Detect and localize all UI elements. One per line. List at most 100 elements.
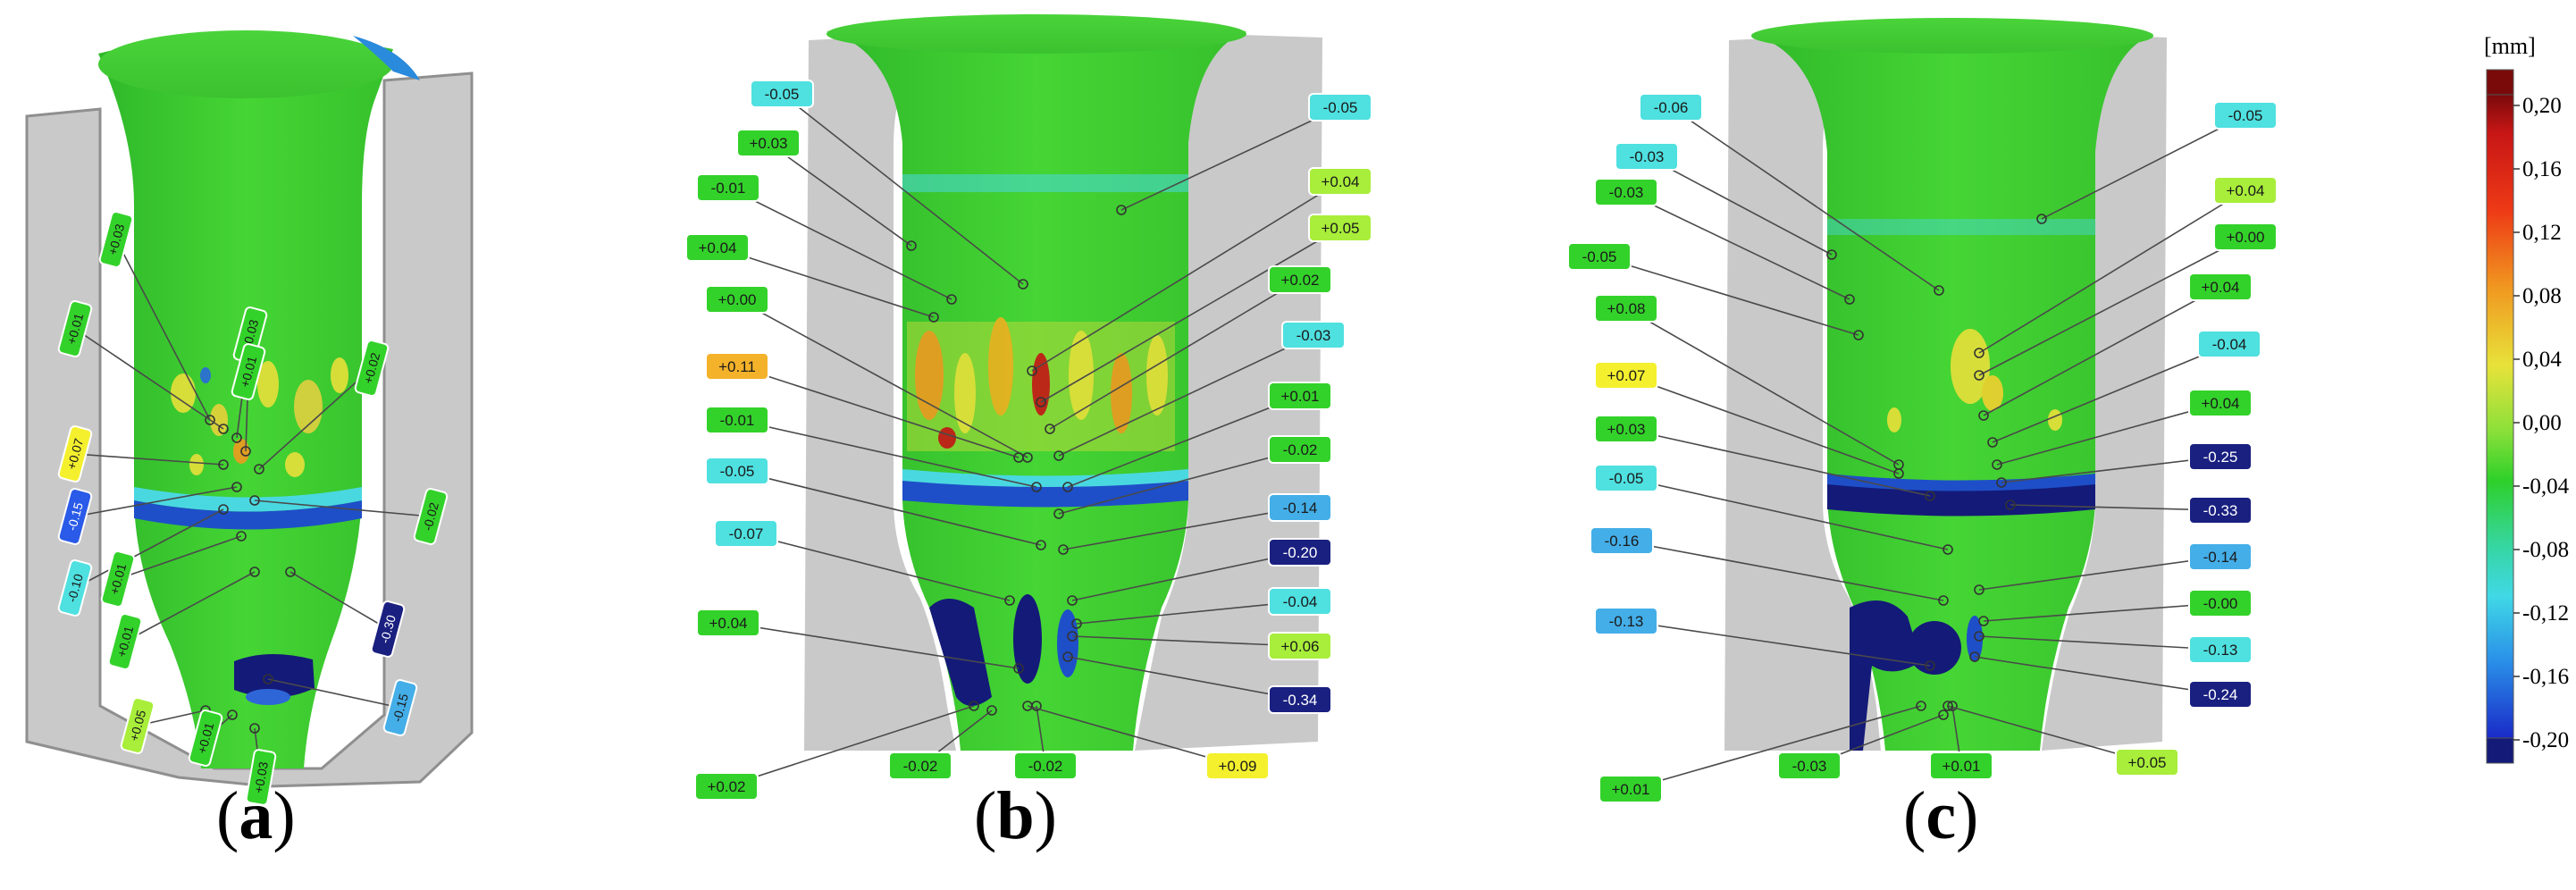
- deviation-label-text: -0.02: [1028, 758, 1063, 775]
- deviation-label: +0.02: [1268, 265, 1332, 294]
- measure-point: [1974, 584, 1984, 595]
- panel-c: -0.06-0.03-0.03-0.05+0.08+0.07+0.03-0.05…: [1567, 18, 2278, 803]
- panel-a: +0.03+0.01+0.03+0.07-0.15-0.10+0.01+0.01…: [25, 30, 474, 806]
- measure-point: [1018, 279, 1028, 290]
- panel-c-speckles: [1887, 329, 2062, 432]
- deviation-label-box: [57, 425, 93, 483]
- measure-point: [254, 464, 264, 474]
- panel-b-defect-left: [929, 599, 992, 706]
- deviation-label-box: [1615, 142, 1679, 171]
- deviation-label: +0.01: [107, 613, 143, 670]
- deviation-label-text: -0.05: [1582, 248, 1617, 265]
- panel-b-labels: -0.05+0.03-0.01+0.04+0.00+0.11-0.01-0.05…: [685, 80, 1372, 801]
- measure-point: [263, 674, 273, 684]
- panel-c-seam-band: [1827, 483, 2095, 516]
- deviation-label-text: -0.25: [2203, 449, 2238, 466]
- deviation-label-box: [57, 559, 93, 617]
- deviation-label-box: [1268, 632, 1332, 660]
- deviation-label-text: -0.05: [1323, 99, 1358, 116]
- measure-point: [946, 294, 957, 305]
- measure-point: [2036, 214, 2047, 224]
- deviation-label: -0.01: [705, 406, 769, 434]
- measure-point: [240, 446, 251, 457]
- deviation-label-box: [98, 211, 134, 268]
- deviation-label: -0.02: [1268, 435, 1332, 464]
- panel-a-defect: [234, 653, 315, 698]
- leader-line: [736, 419, 1037, 488]
- panel-b: -0.05+0.03-0.01+0.04+0.00+0.11-0.01-0.05…: [685, 14, 1372, 801]
- deviation-label-box: [1594, 607, 1658, 635]
- measure-point: [1031, 482, 1042, 492]
- measure-point: [1022, 701, 1033, 711]
- deviation-label-text: -0.06: [1654, 99, 1689, 116]
- measure-point: [1013, 452, 1024, 463]
- deviation-label: -0.10: [57, 559, 93, 617]
- leader-line: [781, 93, 1024, 285]
- deviation-label-box: [1594, 294, 1658, 323]
- deviation-label: -0.24: [2188, 680, 2253, 709]
- deviation-label: -0.05: [1567, 242, 1632, 271]
- deviation-label-text: +0.11: [718, 358, 756, 375]
- deviation-label-box: [705, 457, 769, 485]
- deviation-label: -0.16: [1590, 526, 1654, 555]
- panel-a-housing: [25, 71, 474, 788]
- leader-line: [1076, 600, 1301, 625]
- measure-point: [1942, 544, 1953, 555]
- measure-point: [1013, 663, 1024, 674]
- caption-b: (b): [974, 778, 1057, 853]
- deviation-label: +0.04: [2213, 176, 2278, 205]
- deviation-label-box: [1308, 214, 1372, 242]
- deviation-label: +0.11: [705, 352, 769, 381]
- leader-line: [1947, 705, 2148, 763]
- deviation-label: +0.05: [2115, 748, 2179, 777]
- measure-point: [1934, 285, 1944, 296]
- deviation-label-box: [714, 519, 778, 548]
- measure-point: [1116, 205, 1127, 215]
- deviation-label-box: [2188, 589, 2253, 617]
- colorbar-top-swatch: [2486, 69, 2514, 96]
- panel-a-seam-band: [134, 500, 362, 530]
- measure-point: [1978, 616, 1989, 626]
- deviation-label-box: [1929, 751, 1993, 780]
- deviation-label: +0.06: [1268, 632, 1332, 660]
- measure-point: [249, 495, 260, 506]
- deviation-label-text: +0.00: [2226, 229, 2264, 246]
- deviation-label-text: -0.02: [1283, 441, 1318, 458]
- deviation-label-box: [685, 233, 750, 262]
- measure-point: [1969, 651, 1980, 662]
- colorbar-tick-label: -0,16: [2522, 665, 2569, 689]
- panel-c-seam-blue: [1827, 474, 2095, 491]
- leader-line: [1040, 227, 1341, 403]
- caption-a-letter: a: [239, 778, 273, 853]
- leader-line: [768, 142, 912, 247]
- deviation-label-text: +0.03: [251, 760, 271, 794]
- deviation-label-box: [1590, 526, 1654, 555]
- panel-b-housing-right: [1135, 34, 1322, 751]
- deviation-label-text: -0.04: [2212, 336, 2247, 353]
- deviation-label-box: [1598, 775, 1663, 803]
- measure-point: [906, 240, 917, 251]
- deviation-label-text: +0.07: [1607, 367, 1645, 384]
- deviation-label: +0.07: [1594, 361, 1658, 390]
- leader-line: [1598, 256, 1859, 336]
- deviation-label: +0.04: [685, 233, 750, 262]
- deviation-label-box: [1013, 751, 1078, 780]
- deviation-label-text: -0.14: [2203, 549, 2238, 566]
- measure-point: [285, 567, 296, 577]
- measure-point: [1974, 631, 1984, 642]
- panel-c-defect-mid: [1908, 621, 1961, 675]
- leader-line: [1625, 428, 1931, 497]
- deviation-label-box: [413, 488, 449, 545]
- colorbar: [mm] 0,200,160,120,080,040,00-0,04-0,08-…: [2484, 33, 2570, 764]
- measure-point: [1062, 651, 1073, 662]
- leader-line: [1062, 507, 1301, 550]
- measure-point: [218, 459, 229, 470]
- deviation-label-box: [2197, 330, 2261, 358]
- measure-point: [1045, 424, 1055, 434]
- deviation-label: -0.03: [1777, 751, 1842, 780]
- panel-c-housing: [1724, 34, 1881, 751]
- deviation-label-box: [696, 173, 760, 202]
- leader-line: [1992, 343, 2230, 443]
- deviation-label: -0.05: [705, 457, 769, 485]
- deviation-label-box: [2213, 101, 2278, 130]
